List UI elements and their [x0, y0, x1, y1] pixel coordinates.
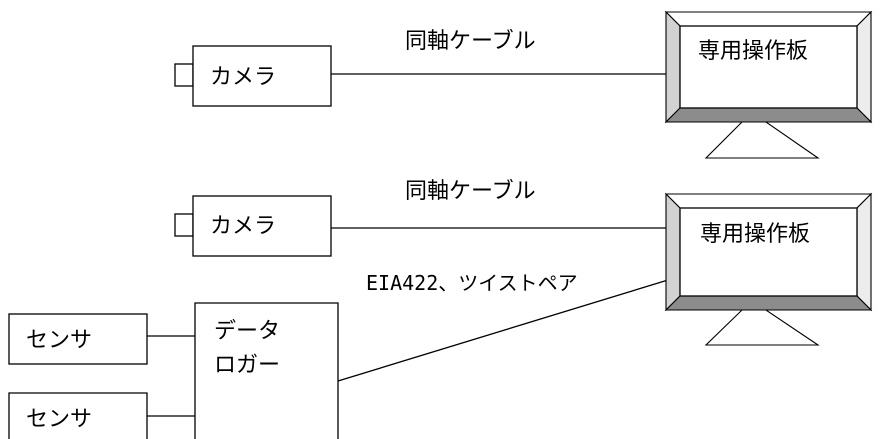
data-logger-label-line2: ロガー — [214, 353, 280, 378]
monitor-bevel-top — [664, 193, 873, 209]
monitor-bevel-bottom — [664, 107, 873, 123]
monitor-bevel-right — [856, 10, 872, 124]
monitor-stand-bottom — [704, 309, 820, 346]
sensor-box-1 — [8, 313, 148, 365]
camera-box-top — [192, 45, 332, 107]
sensor-2: センサ — [8, 392, 195, 439]
data-logger: データ ロガー — [194, 302, 339, 439]
coax-cable-label-bottom: 同軸ケーブル — [405, 179, 536, 204]
sensor-label-2: センサ — [26, 407, 92, 432]
monitor-bevel-top — [664, 11, 873, 27]
monitor-label-bottom: 専用操作板 — [700, 222, 810, 247]
top-system: カメラ 同軸ケーブル 専用操作板 — [174, 10, 873, 159]
data-logger-box — [194, 302, 339, 439]
monitor-bevel-right — [856, 192, 872, 312]
monitor-top: 専用操作板 — [664, 10, 873, 159]
monitor-screen-bottom — [679, 207, 858, 297]
sensor-label-1: センサ — [26, 328, 92, 353]
monitor-bevel-left — [665, 192, 681, 312]
monitor-bevel-left — [665, 10, 681, 124]
monitor-stand-top — [704, 121, 820, 159]
monitor-label-top: 専用操作板 — [698, 39, 808, 64]
camera-lens-bottom — [174, 213, 194, 237]
sensor-1: センサ — [8, 313, 195, 365]
bottom-system: カメラ 同軸ケーブル EIA422、ツイストペア 専用操作板 データ ロガー セ… — [8, 179, 873, 439]
camera-label-bottom: カメラ — [210, 214, 276, 239]
eia422-label: EIA422、ツイストペア — [366, 271, 578, 295]
camera-label-top: カメラ — [210, 65, 276, 90]
data-logger-label-line1: データ — [214, 319, 280, 344]
monitor-bevel-bottom — [664, 295, 873, 311]
eia422-line — [337, 279, 669, 382]
monitor-screen-top — [679, 25, 858, 109]
camera-lens-top — [174, 63, 194, 87]
monitor-bottom: 専用操作板 — [664, 192, 873, 346]
camera-box-bottom — [192, 195, 332, 257]
coax-cable-label-top: 同軸ケーブル — [405, 29, 536, 54]
